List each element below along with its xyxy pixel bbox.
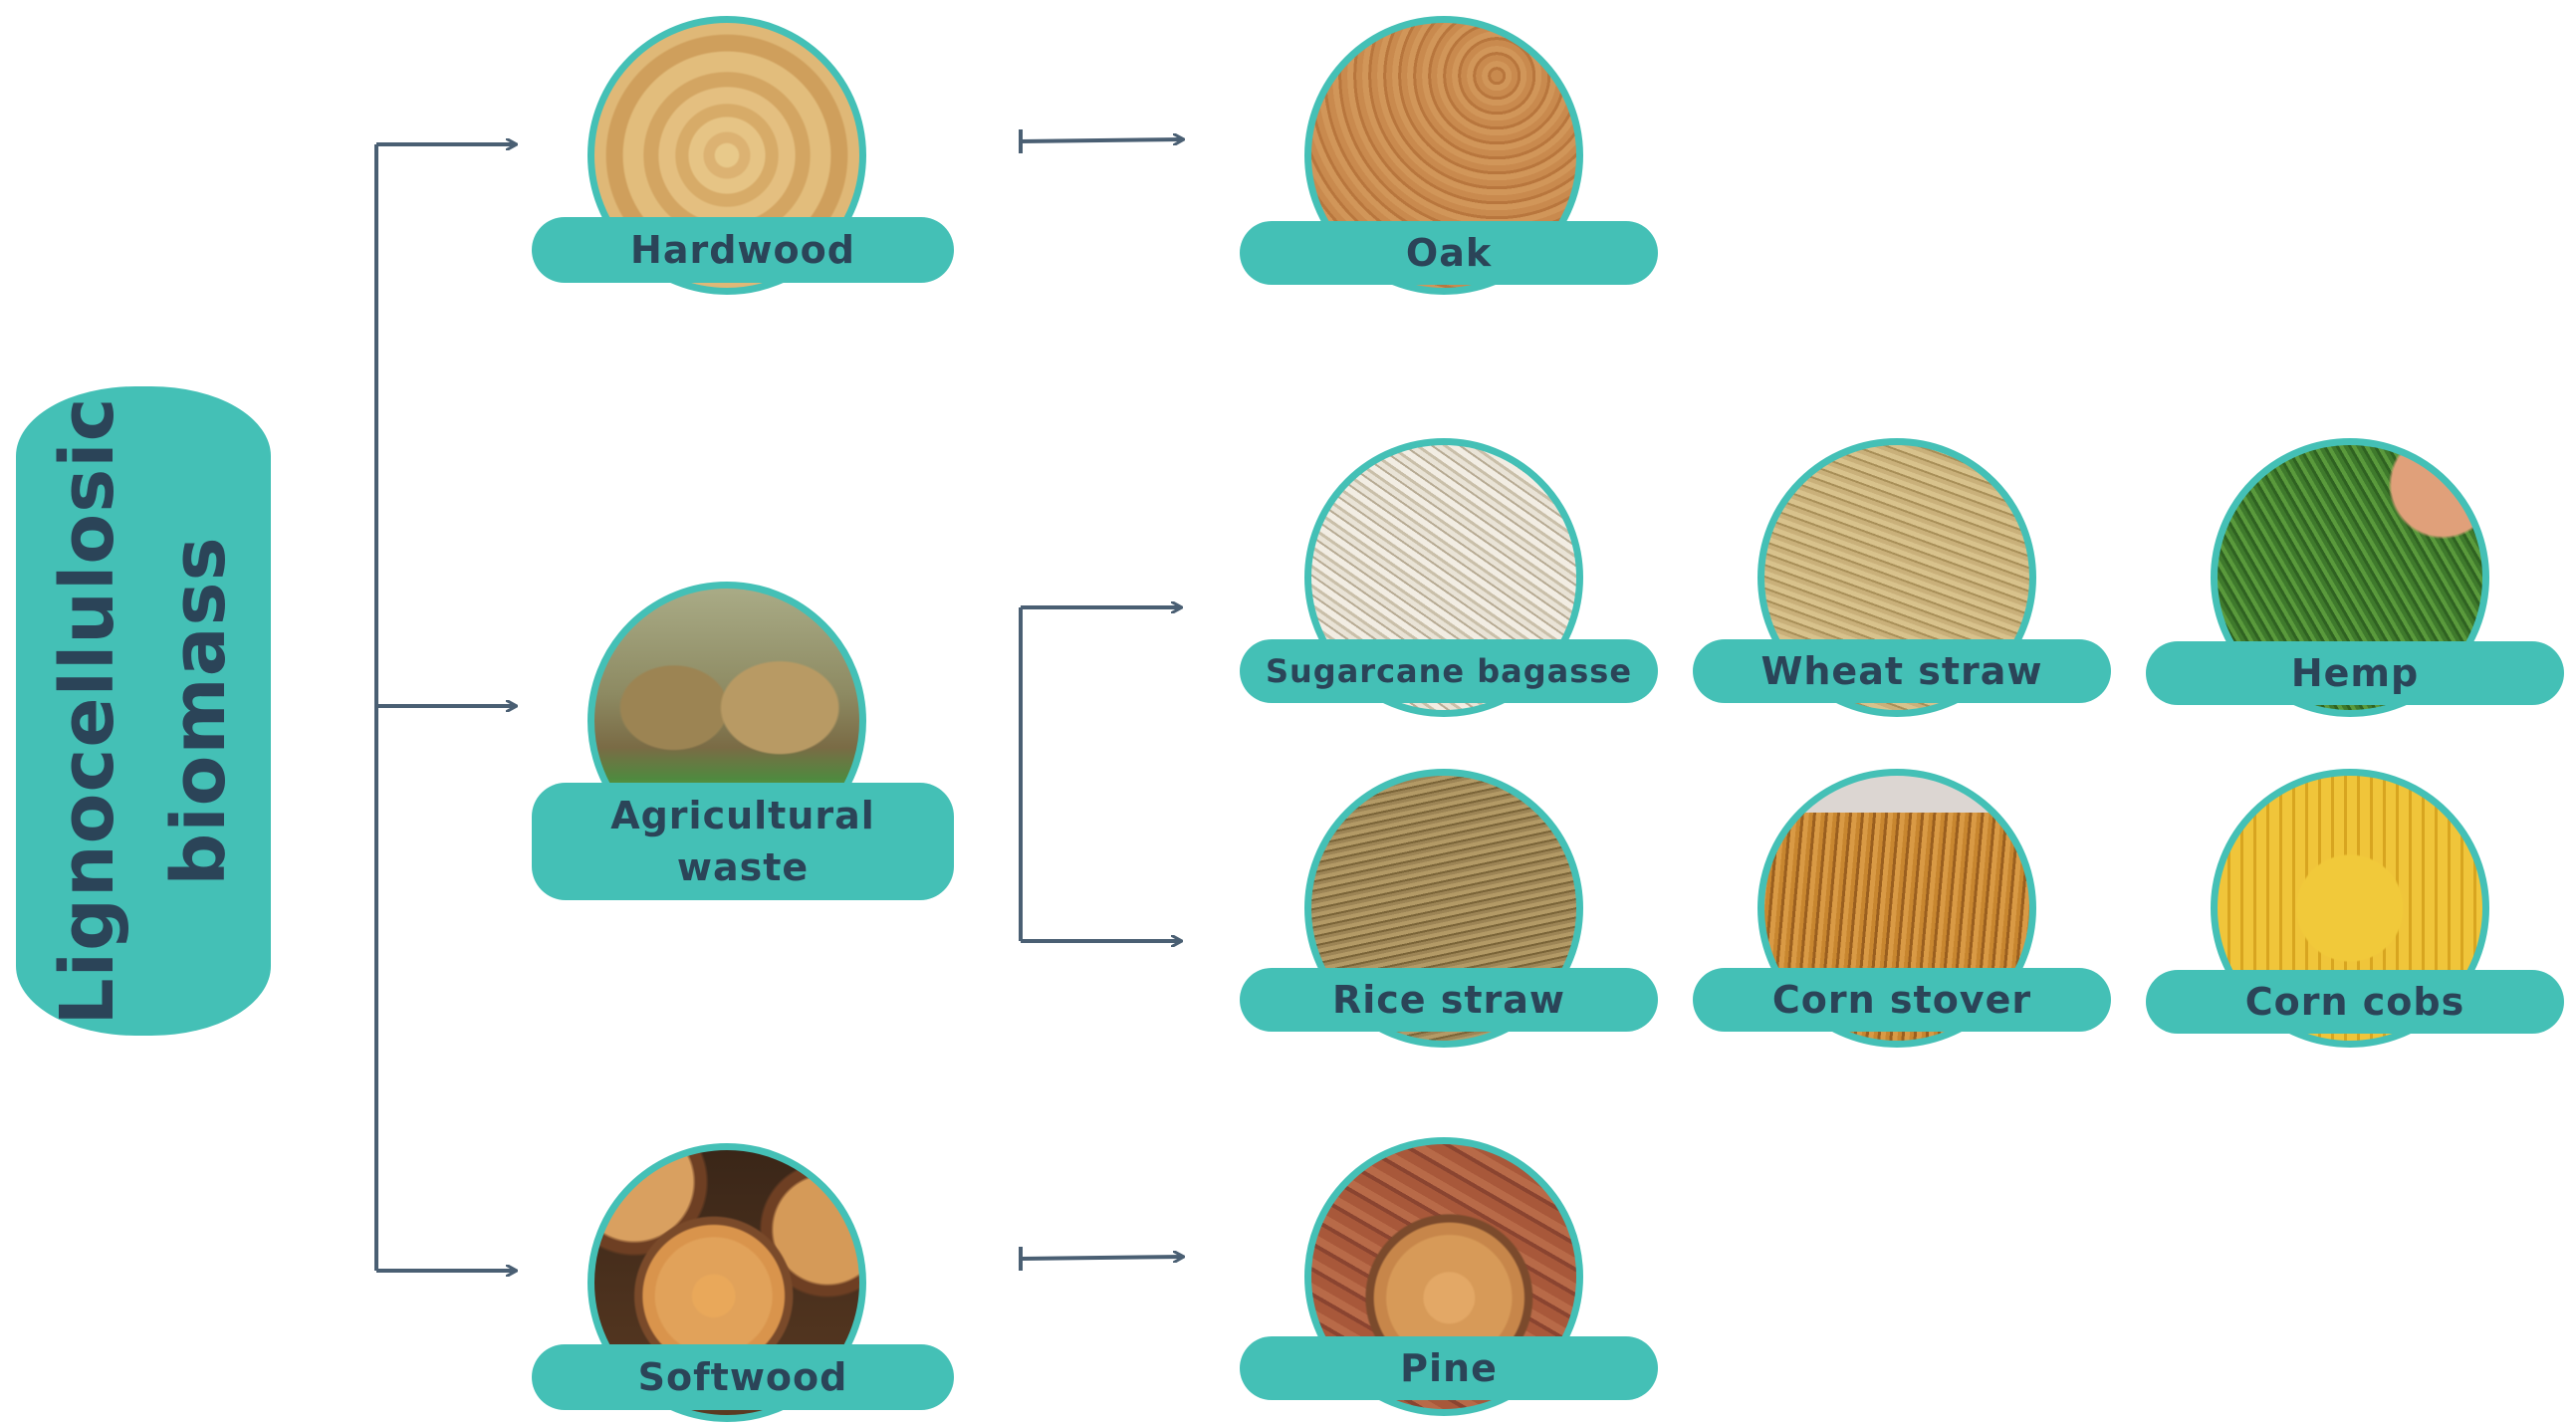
rice-straw-label: Rice straw [1331, 978, 1566, 1022]
softwood-pill: Softwood [532, 1344, 954, 1410]
oak-label: Oak [1405, 231, 1493, 275]
agricultural-waste-pill: Agricultural waste [532, 783, 954, 900]
corn-stover-pill: Corn stover [1693, 968, 2111, 1032]
arrow-to-oak [1020, 139, 1183, 141]
rice-straw-pill: Rice straw [1240, 968, 1658, 1032]
softwood-label: Softwood [637, 1355, 848, 1399]
pine-label: Pine [1400, 1346, 1498, 1390]
pine-pill: Pine [1240, 1336, 1658, 1400]
wheat-straw-label: Wheat straw [1760, 649, 2043, 693]
hemp-pill: Hemp [2146, 641, 2564, 705]
hardwood-pill: Hardwood [532, 217, 954, 283]
agricultural-waste-label: Agricultural waste [610, 794, 875, 889]
corn-cobs-label: Corn cobs [2244, 980, 2465, 1024]
corn-stover-label: Corn stover [1771, 978, 2032, 1022]
sugarcane-bagasse-label: Sugarcane bagasse [1265, 652, 1633, 690]
hemp-label: Hemp [2290, 651, 2420, 695]
hardwood-label: Hardwood [630, 228, 855, 272]
oak-pill: Oak [1240, 221, 1658, 285]
wheat-straw-pill: Wheat straw [1693, 639, 2111, 703]
sugarcane-bagasse-pill: Sugarcane bagasse [1240, 639, 1658, 703]
arrow-to-pine [1020, 1257, 1183, 1259]
corn-cobs-pill: Corn cobs [2146, 970, 2564, 1034]
